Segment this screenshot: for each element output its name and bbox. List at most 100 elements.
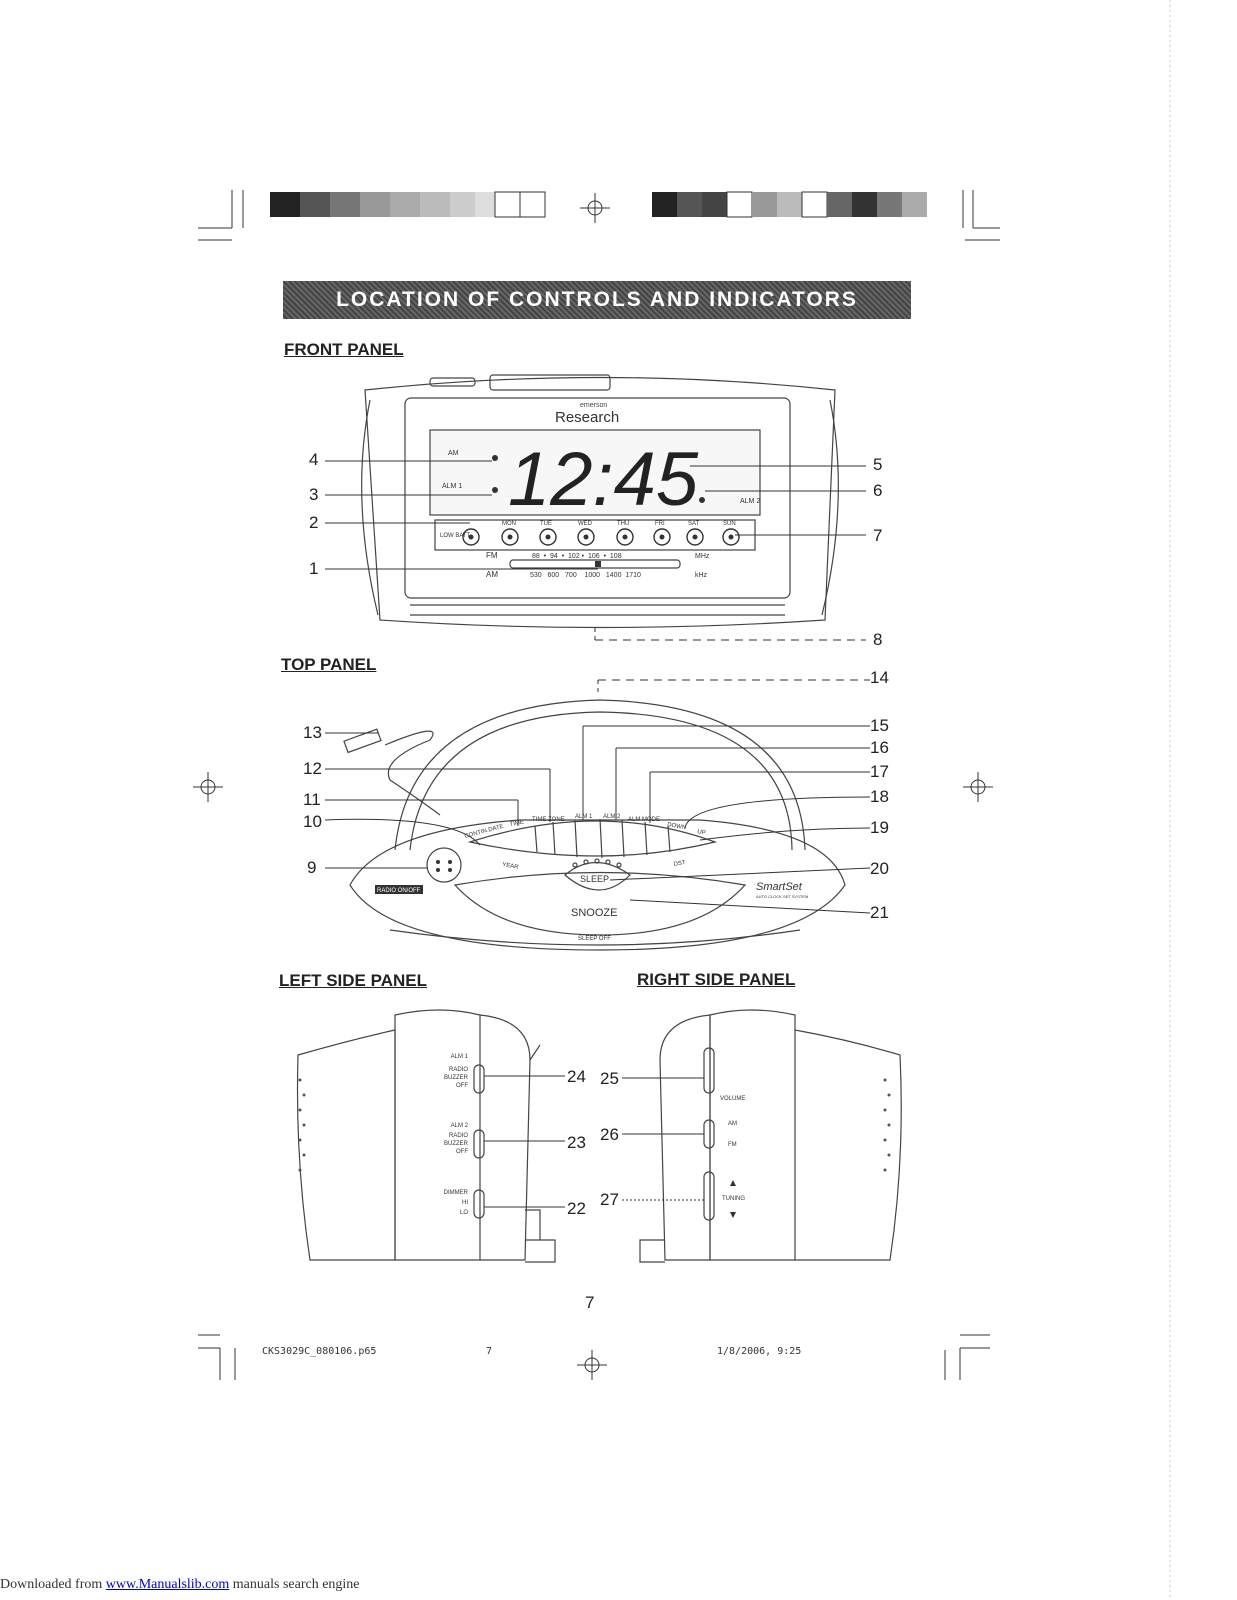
snooze-button-label: SNOOZE [571, 907, 617, 919]
footer-date: 1/8/2006, 9:25 [717, 1346, 802, 1357]
callout-1: 1 [309, 559, 319, 578]
callout-19: 19 [870, 818, 889, 837]
day-tue: TUE [540, 521, 552, 527]
top-btn-alm-mode: ALM MODE [628, 817, 660, 823]
alm1-switch-label: ALM 1 [451, 1054, 469, 1060]
fm-label: FM [486, 551, 498, 560]
right-side-panel-heading: RIGHT SIDE PANEL [637, 970, 796, 989]
sleep-off-label: SLEEP OFF [578, 936, 611, 942]
alm1-opt-radio: RADIO [449, 1067, 468, 1073]
fm-unit: MHz [695, 553, 710, 560]
tuning-label: TUNING [722, 1196, 745, 1202]
am-indicator: AM [448, 450, 459, 457]
radio-onoff-label: RADIO ON/OFF [377, 888, 421, 894]
callout-12: 12 [303, 759, 322, 778]
alm2-switch-label: ALM 2 [451, 1123, 469, 1129]
am-label: AM [486, 570, 498, 579]
alm1-indicator: ALM 1 [442, 483, 462, 490]
fm-band-label: FM [728, 1142, 737, 1148]
top-panel-heading: TOP PANEL [281, 655, 377, 674]
callout-4: 4 [309, 450, 319, 469]
day-thu: THU [617, 521, 629, 527]
sleep-button-label: SLEEP [580, 874, 609, 884]
top-btn-time: TIME [509, 820, 524, 828]
am-unit: kHz [695, 572, 708, 579]
dimmer-opt-hi: HI [462, 1200, 468, 1206]
page-title: LOCATION OF CONTROLS AND INDICATORS [336, 288, 858, 311]
radio-onoff-button[interactable] [375, 885, 423, 894]
download-note-prefix: Downloaded from [0, 1577, 106, 1592]
day-sun: SUN [723, 521, 736, 527]
callout-17: 17 [870, 762, 889, 781]
callout-7: 7 [873, 526, 883, 545]
callout-2: 2 [309, 513, 319, 532]
alm2-opt-off: OFF [456, 1149, 468, 1155]
callout-5: 5 [873, 455, 883, 474]
alm2-indicator: ALM 2 [740, 498, 760, 505]
callout-24: 24 [567, 1067, 586, 1086]
top-btn-alm1: ALM 1 [575, 814, 593, 820]
am-scale: 530 600 700 1000 1400 1710 [530, 572, 641, 579]
dimmer-opt-lo: LO [460, 1210, 468, 1216]
alm2-opt-radio: RADIO [449, 1133, 468, 1139]
day-fri: FRI [655, 521, 665, 527]
top-btn-time-zone: TIME ZONE [532, 817, 565, 823]
day-wed: WED [578, 521, 593, 527]
year-label: YEAR [502, 862, 520, 871]
volume-label: VOLUME [720, 1096, 745, 1102]
top-btn-alm2: ALM 2 [603, 814, 621, 820]
fm-scale: 88 • 94 • 102 • 106 • 108 [532, 553, 622, 560]
day-sat: SAT [688, 521, 700, 527]
dst-label: DST [673, 860, 686, 868]
smartset-logo: SmartSet [756, 881, 803, 893]
smartset-sub: AUTO CLOCK SET SYSTEM [756, 894, 808, 899]
am-band-label: AM [728, 1121, 737, 1127]
download-note-suffix: manuals search engine [229, 1577, 360, 1592]
callout-21: 21 [870, 903, 889, 922]
front-panel-diagram: emerson Research 12:45 AM ALM 1 ALM 2 LO… [361, 374, 839, 629]
callout-10: 10 [303, 812, 322, 831]
callout-8: 8 [873, 630, 883, 649]
brand-small: emerson [580, 402, 607, 409]
brand-logo: Research [555, 409, 619, 426]
callout-25: 25 [600, 1069, 619, 1088]
top-btn-up: UP [697, 829, 706, 837]
callout-13: 13 [303, 723, 322, 742]
callout-9: 9 [307, 858, 317, 877]
callout-11: 11 [303, 790, 321, 809]
callout-6: 6 [873, 481, 883, 500]
left-side-panel-heading: LEFT SIDE PANEL [279, 971, 427, 990]
manualslib-link[interactable]: www.Manualslib.com [105, 1577, 230, 1592]
alm2-opt-buzzer: BUZZER [444, 1141, 469, 1147]
low-batt-label: LOW BATT. [440, 533, 472, 539]
callout-14: 14 [870, 668, 889, 687]
title-banner: LOCATION OF CONTROLS AND INDICATORS [283, 281, 911, 319]
dimmer-switch-label: DIMMER [444, 1190, 469, 1196]
callout-3: 3 [309, 485, 319, 504]
callout-26: 26 [600, 1125, 619, 1144]
callout-18: 18 [870, 787, 889, 806]
callout-16: 16 [870, 738, 889, 757]
alm1-opt-off: OFF [456, 1083, 468, 1089]
front-panel-heading: FRONT PANEL [284, 340, 404, 359]
tuning-down-arrow-icon [730, 1212, 736, 1218]
callout-20: 20 [870, 859, 889, 878]
callout-23: 23 [567, 1133, 586, 1152]
tuning-up-arrow-icon [730, 1180, 736, 1186]
download-note: Downloaded from www.Manualslib.com manua… [0, 1577, 360, 1593]
page-number: 7 [585, 1293, 595, 1312]
callout-15: 15 [870, 716, 889, 735]
day-mon: MON [502, 521, 516, 527]
footer-page: 7 [486, 1346, 493, 1357]
clock-display: 12:45 [508, 437, 699, 522]
footer-file: CKS3029C_080106.p65 [262, 1346, 377, 1357]
callout-27: 27 [600, 1190, 619, 1209]
alm1-opt-buzzer: BUZZER [444, 1075, 469, 1081]
callout-22: 22 [567, 1199, 586, 1218]
top-btn-down: DOWN [667, 822, 687, 831]
